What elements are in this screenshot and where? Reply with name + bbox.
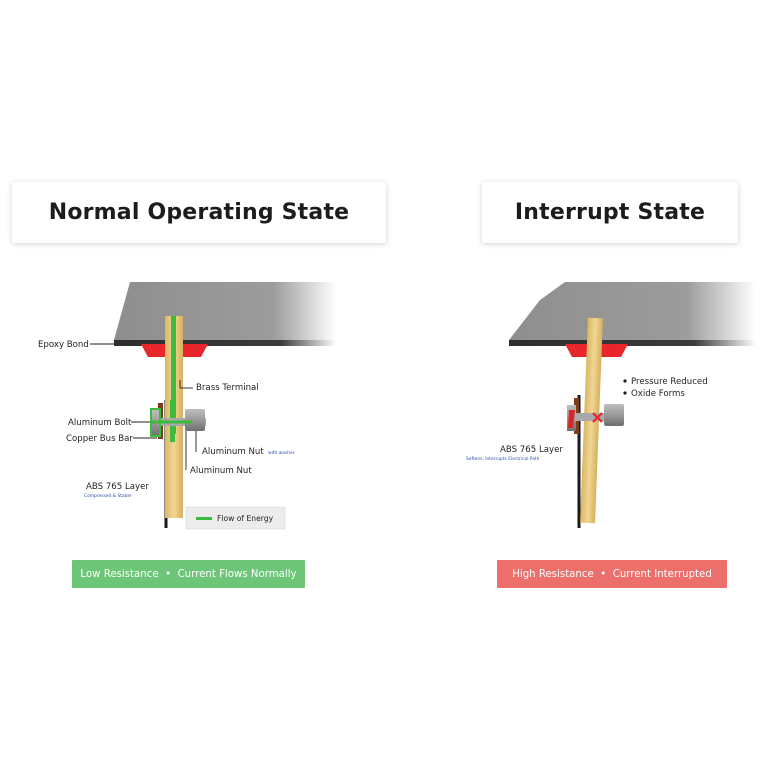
aluminum-nut — [604, 404, 624, 426]
legend-label: Flow of Energy — [217, 514, 274, 523]
bar-below-housing — [509, 340, 756, 346]
brass-terminal-label: Brass Terminal — [196, 383, 259, 393]
interrupt-state-title-card: Interrupt State — [482, 182, 738, 243]
aluminum-nut-washer-sublabel: with washer — [268, 450, 295, 456]
flow-of-energy-line — [171, 316, 176, 434]
oxide-red-mark — [568, 410, 575, 428]
aluminum-bolt-label: Aluminum Bolt — [68, 418, 132, 428]
normal-state-title: Normal Operating State — [48, 200, 350, 225]
normal-status-text: Low Resistance • Current Flows Normally — [80, 568, 297, 580]
abs-layer-sublabel: Compressed & Stable — [84, 493, 132, 499]
copper-bus-bar-label: Copper Bus Bar — [66, 434, 133, 444]
interrupted-x-icon — [592, 412, 603, 423]
normal-state-diagram: Epoxy Bond Brass Terminal Aluminum Bolt … — [38, 282, 336, 530]
abs-layer-sublabel: Softens, Interrupts Electrical Path — [466, 456, 540, 462]
interrupt-status-text: High Resistance • Current Interrupted — [512, 568, 712, 580]
epoxy-bond-bar — [114, 340, 336, 346]
bullet-dot — [623, 379, 627, 383]
normal-state-title-card: Normal Operating State — [12, 182, 386, 243]
interrupt-state-diagram: Pressure Reduced Oxide Forms ABS 765 Lay… — [466, 282, 756, 528]
housing-top — [509, 282, 756, 340]
interrupt-state-title: Interrupt State — [514, 200, 706, 225]
aluminum-nut-with-washer — [185, 409, 205, 431]
bullet-oxide-forms: Oxide Forms — [631, 389, 685, 399]
interrupt-status-banner: High Resistance • Current Interrupted — [497, 560, 727, 588]
abs-layer-label: ABS 765 Layer — [86, 482, 149, 492]
housing-top — [114, 282, 336, 340]
abs-layer-label: ABS 765 Layer — [500, 445, 563, 455]
aluminum-nut-washer-label: Aluminum Nut — [202, 447, 264, 457]
aluminum-nut-label: Aluminum Nut — [190, 466, 252, 476]
epoxy-bond-label: Epoxy Bond — [38, 340, 89, 350]
bolt-green-outline — [150, 408, 161, 437]
normal-status-banner: Low Resistance • Current Flows Normally — [72, 560, 305, 588]
legend-box — [185, 506, 286, 530]
legend-swatch — [196, 517, 212, 520]
bullet-pressure-reduced: Pressure Reduced — [631, 377, 708, 387]
bullet-dot — [623, 391, 627, 395]
